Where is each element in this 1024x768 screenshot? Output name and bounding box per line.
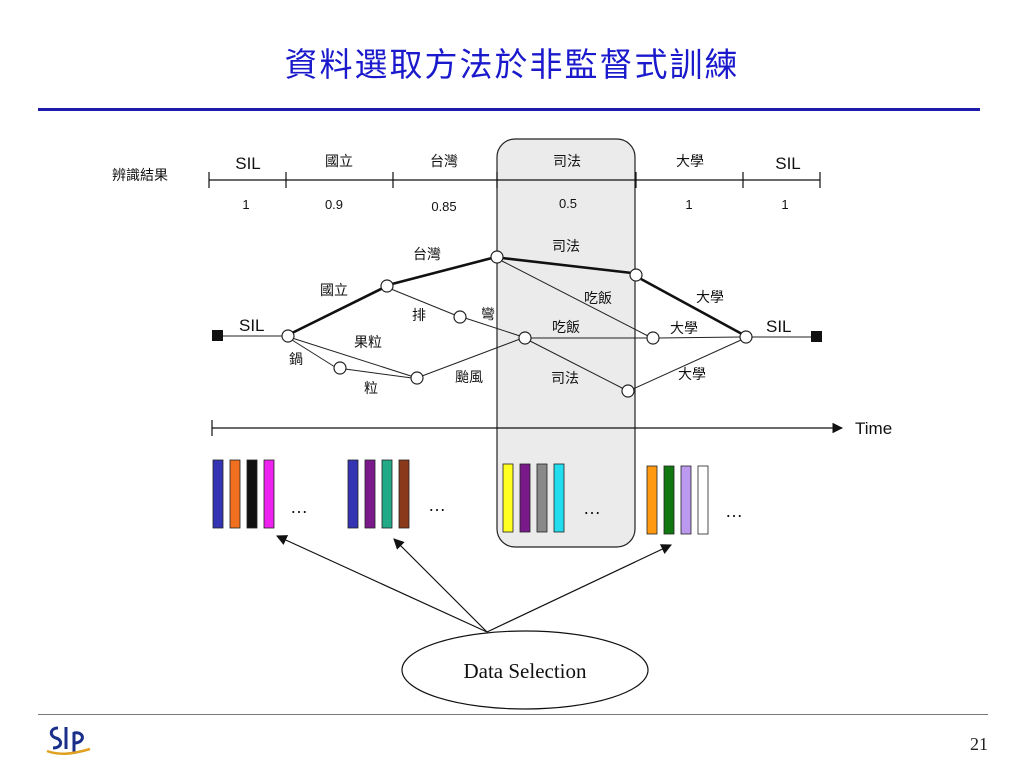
label-guo: 鍋	[289, 352, 303, 368]
edge-wan	[464, 317, 521, 337]
node-b	[380, 279, 394, 293]
frame-bar-g2-4	[398, 459, 410, 529]
node-h	[646, 331, 660, 345]
node-d	[629, 268, 643, 282]
frame-bar-g3-3	[536, 463, 548, 533]
label-sifa-low: 司法	[551, 371, 579, 387]
slp-logo	[46, 726, 91, 755]
recognition-ticks	[208, 172, 821, 188]
data-selection-label: Data Selection	[463, 659, 587, 683]
edge-pai	[390, 288, 456, 316]
arrow-to-group-4	[486, 544, 672, 633]
label-fruit: 果粒	[354, 335, 382, 351]
edge-daxue	[640, 277, 743, 336]
lattice-end-node	[811, 331, 822, 342]
rec-word-daxue: 大學	[676, 154, 704, 170]
lattice-nodes	[281, 250, 753, 398]
lattice-start-node	[212, 330, 223, 341]
time-axis-label: Time	[855, 419, 892, 438]
lattice-thin-edges	[223, 260, 812, 390]
edge-sifa-low	[529, 340, 625, 390]
node-k	[621, 384, 635, 398]
label-guoli: 國立	[320, 283, 348, 299]
frame-bar-g1-3	[246, 459, 258, 529]
lattice-best-path	[291, 256, 743, 336]
ellipsis-4: …	[725, 501, 743, 521]
rec-score-3: 0.5	[559, 196, 577, 211]
rec-word-taiwan: 台灣	[430, 154, 458, 170]
label-li: 粒	[364, 381, 378, 397]
frame-bar-g2-3	[381, 459, 393, 529]
rec-score-1: 0.9	[325, 197, 343, 212]
node-j	[410, 371, 424, 385]
label-pai: 排	[412, 308, 426, 324]
edge-chifan-diag	[501, 260, 649, 337]
edge-taiwan	[391, 256, 493, 286]
label-daxue-low: 大學	[678, 367, 706, 383]
frame-bar-g2-1	[347, 459, 359, 529]
frame-bar-g3-4	[553, 463, 565, 533]
node-f	[453, 310, 467, 324]
recognition-row-label: 辨識結果	[112, 168, 168, 184]
frame-bar-g4-3	[680, 465, 692, 535]
edge-daxue-low	[632, 339, 742, 390]
page-number: 21	[970, 734, 988, 754]
title-underline	[38, 108, 980, 111]
rec-word-sifa: 司法	[553, 154, 581, 170]
ellipsis-3: …	[583, 498, 601, 518]
frame-bar-g4-1	[646, 465, 658, 535]
frame-bar-g4-4	[697, 465, 709, 535]
data-selection-ellipse	[401, 630, 649, 710]
rec-word-guoli: 國立	[325, 154, 353, 170]
node-a	[281, 329, 295, 343]
edge-sifa	[501, 256, 633, 275]
rec-word-sil-start: SIL	[235, 154, 261, 173]
footer-divider	[38, 714, 988, 715]
edge-guoli	[291, 286, 384, 335]
frame-bar-g1-2	[229, 459, 241, 529]
rec-score-0: 1	[242, 197, 249, 212]
edge-li	[344, 368, 413, 379]
ellipsis-2: …	[428, 495, 446, 515]
arrow-to-group-1	[276, 535, 488, 633]
node-c	[490, 250, 504, 264]
edge-daxue-mid	[657, 336, 742, 339]
feature-frames	[212, 459, 709, 535]
rec-score-2: 0.85	[431, 199, 456, 214]
label-chifan-diag: 吃飯	[584, 290, 612, 307]
lattice-edge-labels: 國立 台灣 司法 大學 排 彎 吃飯 吃飯 大學 果粒 鍋 粒 颱風 司法 大學	[289, 239, 724, 397]
label-wan: 彎	[481, 307, 495, 323]
frame-bar-g1-4	[263, 459, 275, 529]
node-i	[333, 361, 347, 375]
label-daxue-mid: 大學	[670, 321, 698, 337]
edge-fruit	[291, 337, 415, 378]
label-typhoon: 颱風	[455, 370, 483, 386]
slide-title: 資料選取方法於非監督式訓練	[284, 45, 740, 84]
selection-highlight-box	[496, 138, 636, 548]
node-e	[739, 330, 753, 344]
label-chifan-mid: 吃飯	[552, 319, 580, 336]
node-g	[518, 331, 532, 345]
ellipsis-1: …	[290, 497, 308, 517]
label-taiwan: 台灣	[413, 247, 441, 263]
frame-bar-g2-2	[364, 459, 376, 529]
frame-bar-g3-1	[502, 463, 514, 533]
label-sifa-top: 司法	[552, 239, 580, 255]
edge-guo	[291, 339, 336, 368]
rec-score-4: 1	[685, 197, 692, 212]
frame-bar-g3-2	[519, 463, 531, 533]
lattice-end-label: SIL	[766, 317, 792, 336]
arrow-to-group-2	[393, 538, 488, 633]
rec-word-sil-end: SIL	[775, 154, 801, 173]
lattice-start-label: SIL	[239, 316, 265, 335]
frame-bar-g1-1	[212, 459, 224, 529]
rec-score-5: 1	[781, 197, 788, 212]
edge-typhoon	[421, 338, 521, 377]
frame-bar-g4-2	[663, 465, 675, 535]
label-daxue-top: 大學	[696, 290, 724, 306]
selection-arrows	[276, 535, 672, 633]
